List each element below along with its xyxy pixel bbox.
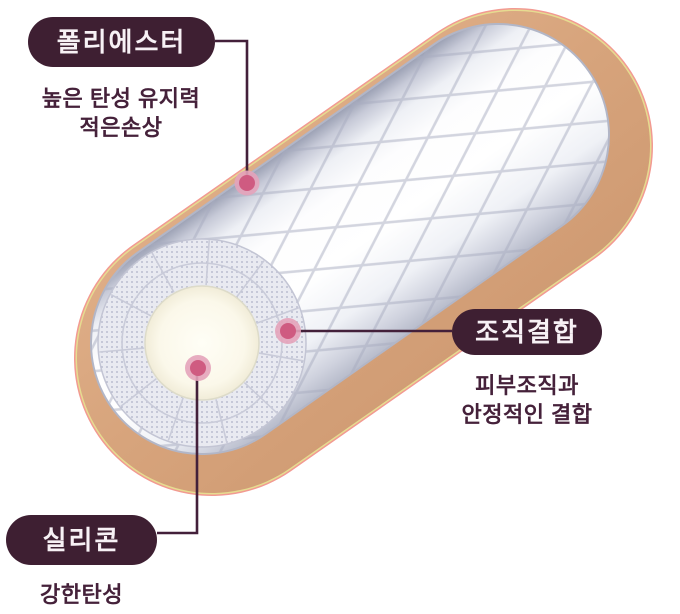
desc-line: 강한탄성 [40, 582, 123, 607]
tissue-bond-anchor-dot [275, 318, 301, 344]
desc-line: 피부조직과 [475, 373, 579, 398]
silicone-connector [157, 369, 199, 535]
polyester-connector [215, 39, 249, 183]
desc-line: 안정적인 결합 [461, 402, 593, 427]
silicone-anchor-dot [185, 355, 211, 381]
cross-section [97, 238, 307, 448]
polyester-badge: 폴리에스터 [28, 17, 215, 67]
desc-line: 적은손상 [79, 115, 163, 140]
silicone-core [144, 285, 260, 401]
polyester-anchor-dot [234, 170, 260, 196]
silicone-badge: 실리콘 [6, 515, 157, 565]
desc-line: 높은 탄성 유지력 [41, 86, 201, 111]
anchor-dots [185, 170, 301, 381]
tissue-bond-description: 피부조직과 안정적인 결합 [437, 371, 617, 429]
polyester-description: 높은 탄성 유지력 적은손상 [21, 84, 221, 142]
tissue-bond-badge: 조직결합 [452, 309, 602, 355]
connector-lines [157, 39, 452, 535]
braid-segment-lines [99, 240, 304, 444]
silicone-description: 강한탄성 [6, 580, 157, 609]
